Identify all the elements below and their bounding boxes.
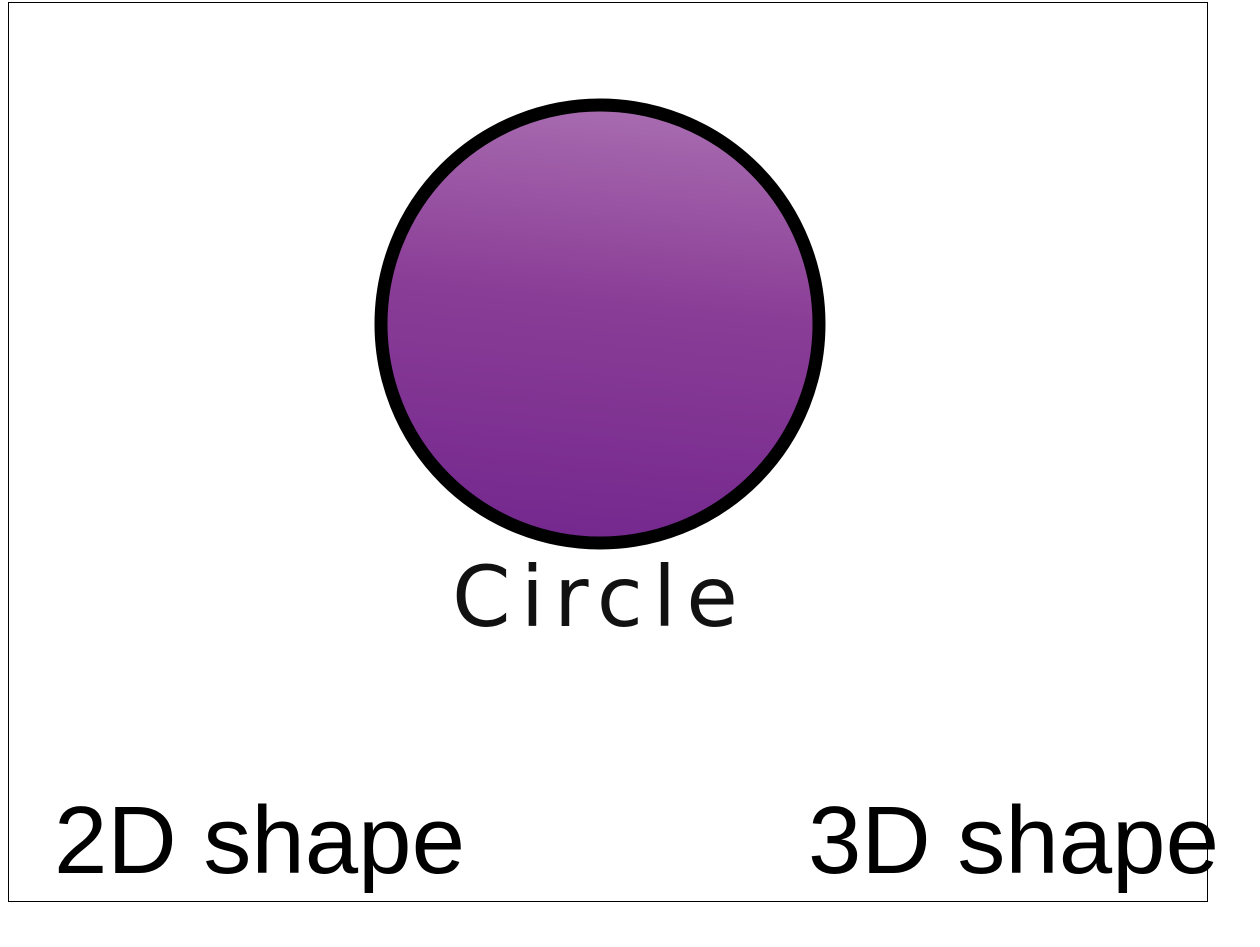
choice-2d-shape[interactable]: 2D shape <box>54 787 465 894</box>
shape-name-label: Circle <box>452 548 748 646</box>
choice-3d-shape[interactable]: 3D shape <box>808 787 1219 894</box>
circle-fill <box>374 98 826 550</box>
circle-shape-image <box>374 98 826 550</box>
